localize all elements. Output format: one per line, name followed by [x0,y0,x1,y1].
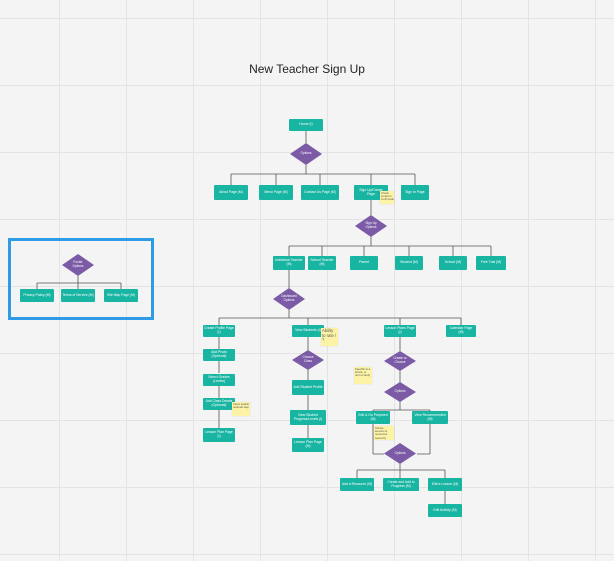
decision-dashboard-options-label: Dashboard Options [281,294,297,302]
note-signup[interactable]: Check email for confirmation [380,191,394,204]
node-edit-lesson[interactable]: Edit a Lesson (M) [428,478,462,491]
node-view-student-progress[interactable]: View Student Progress/Levels (I) [290,410,326,425]
decision-choose-class[interactable]: Choose Class [292,350,324,370]
node-add-photo[interactable]: Add Photo (Optional) [203,349,235,361]
node-lesson-plan-page[interactable]: Lesson Plan Page (I) [203,428,235,442]
node-individual-teacher[interactable]: Individual Teacher (M) [273,256,305,270]
decision-footer-options[interactable]: Footer Options [62,254,94,276]
node-signup-page[interactable]: Sign Up/Create Page [354,185,388,200]
node-site-map[interactable]: Site Map Page (M) [104,289,138,302]
decision-options-3-label: Options [394,450,406,455]
node-create-edit[interactable]: Create and Add to Progress (M) [383,478,419,491]
node-add-resources[interactable]: Add a Resource (M) [340,478,374,491]
node-lesson-plan-page-2[interactable]: Lesson Plan Page (M) [292,438,324,452]
note-options[interactable]: Shows lessons & resources saved by teach… [374,426,394,440]
node-select-grades[interactable]: Select Grades (Levels) [203,374,235,386]
decision-choose-class-label: Choose Class [302,355,314,363]
decision-create-or-choose[interactable]: Create or Choose [384,351,416,371]
decision-options-2-label: Options [394,389,406,394]
node-signin-page[interactable]: Sign In Page [401,185,429,200]
node-about-page[interactable]: About Page (M) [214,185,248,200]
decision-create-or-choose-label: Create or Choose [393,356,407,364]
note-ability[interactable]: Ability to rate / ? [321,328,338,346]
node-lesson-plans[interactable]: Lesson Plans Page (I) [384,325,416,337]
node-privacy-policy[interactable]: Privacy Policy (M) [20,289,54,302]
node-add-student[interactable]: Add Student Profile [292,380,324,395]
node-home[interactable]: Home (I) [289,119,323,131]
note-class[interactable]: Class details optional step [232,402,250,416]
node-view-students[interactable]: View Students (I) [292,325,324,337]
node-school[interactable]: School (M) [439,256,467,270]
decision-options[interactable]: Options [290,143,322,165]
note-choose[interactable]: Specific to a lesson or unit of study [354,367,372,384]
decision-options-label: Options [300,151,312,156]
decision-footer-options-label: Footer Options [72,260,84,268]
node-free-trial[interactable]: Free Trial (M) [476,256,506,270]
node-contact-page[interactable]: Contact Us Page (M) [301,185,339,200]
decision-options-2[interactable]: Options [384,382,416,402]
node-student[interactable]: Student (M) [395,256,423,270]
node-add-class[interactable]: Add Class Details (Optional) [203,398,235,410]
node-view-recommended[interactable]: View Recommended (M) [412,411,448,424]
node-terms-of-service[interactable]: Terms of Service (M) [61,289,95,302]
decision-options-3[interactable]: Options [384,443,416,464]
node-school-teacher[interactable]: School Teacher (M) [308,256,336,270]
node-menu-page[interactable]: Menu Page (M) [259,185,293,200]
node-edit-activity[interactable]: Edit Activity (M) [428,504,462,517]
node-edit-plans[interactable]: Edit & Go Prepared (M) [356,411,390,424]
footer-options-frame[interactable] [8,238,154,320]
decision-signup-options-label: Sign Up Options [365,221,377,229]
decision-signup-options[interactable]: Sign Up Options [355,215,387,237]
diagram-title: New Teacher Sign Up [249,62,365,76]
node-calendar[interactable]: Calendar Page (M) [446,325,476,337]
node-parent[interactable]: Parent [350,256,378,270]
node-create-profile[interactable]: Create Profile Page (I) [203,325,235,337]
decision-dashboard-options[interactable]: Dashboard Options [273,288,305,310]
